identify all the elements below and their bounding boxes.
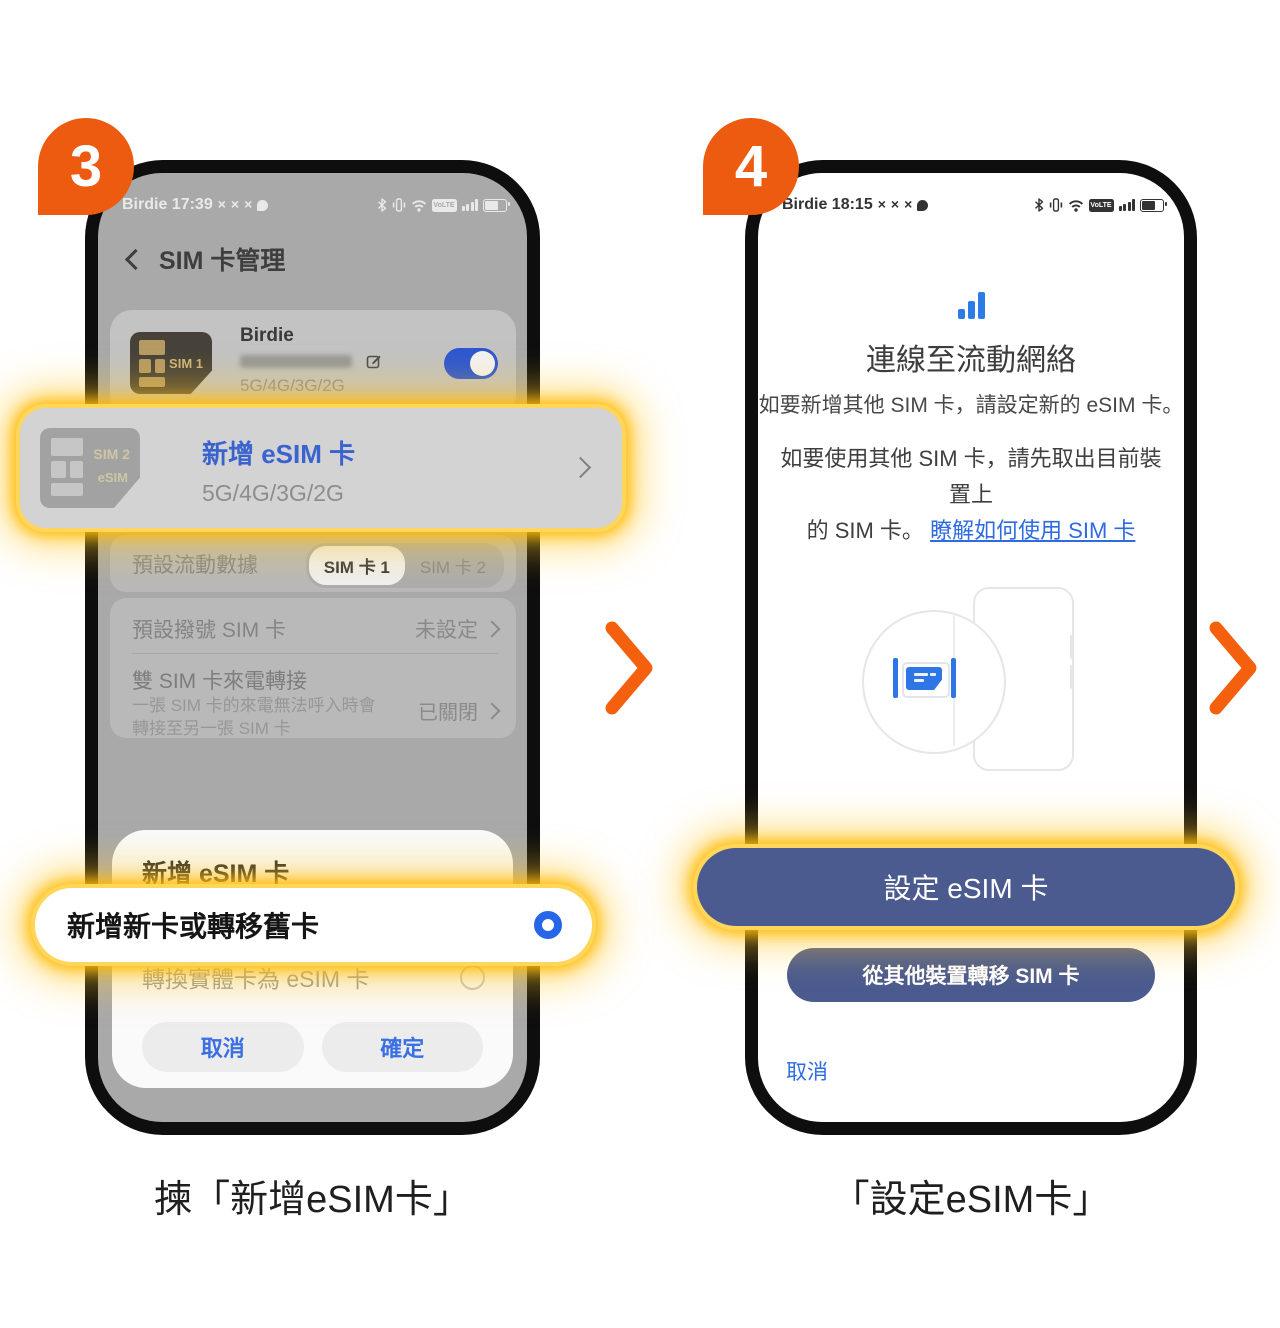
setup-esim-button-highlighted[interactable]: 設定 eSIM 卡: [697, 848, 1235, 926]
mute-icon: [231, 196, 239, 214]
mute-icon: [244, 196, 252, 214]
default-call-row[interactable]: 預設撥號 SIM 卡 未設定: [132, 614, 501, 644]
default-call-label: 預設撥號 SIM 卡: [132, 619, 287, 642]
page-title: SIM 卡管理: [159, 247, 286, 275]
volte-badge-icon: VoLTE: [431, 198, 457, 212]
step-3-badge: 3: [38, 118, 134, 215]
connect-network-subtitle: 如要新增其他 SIM 卡，請設定新的 eSIM 卡。: [758, 394, 1184, 417]
mute-icon: [904, 196, 912, 214]
battery-icon: [483, 198, 510, 212]
chevron-right-icon: [483, 702, 501, 719]
mobile-network-icon: [758, 291, 1184, 319]
sim1-name: Birdie: [240, 325, 294, 346]
default-call-value: 未設定: [415, 619, 478, 642]
bluetooth-icon: [377, 198, 386, 212]
sim1-number-blurred: [240, 354, 352, 368]
learn-sim-link[interactable]: 瞭解如何使用 SIM 卡: [930, 518, 1136, 543]
radio-unselected-icon[interactable]: [460, 964, 485, 990]
sim1-network: 5G/4G/3G/2G: [240, 376, 345, 395]
segment-sim2[interactable]: SIM 卡 2: [419, 558, 486, 577]
mute-icon: [218, 196, 226, 214]
signal-strength-icon: [461, 199, 478, 211]
status-bar: Birdie 17:39: [122, 193, 510, 217]
status-bar: Birdie 18:15: [782, 193, 1167, 217]
connect-network-title: 連線至流動網絡: [866, 344, 1076, 377]
default-data-label: 預設流動數據: [132, 553, 258, 577]
forwarding-row[interactable]: 已關閉: [418, 696, 501, 725]
sim1-toggle[interactable]: [444, 348, 498, 379]
sim2-network: 5G/4G/3G/2G: [202, 480, 344, 506]
transfer-sim-button[interactable]: 從其他裝置轉移 SIM 卡: [787, 948, 1155, 1002]
vibrate-icon: [1049, 198, 1062, 212]
add-esim-bottom-sheet: 新增 eSIM 卡 轉換實體卡為 eSIM 卡 取消 確定: [112, 830, 513, 1088]
message-bubble-icon: [257, 199, 269, 211]
volte-badge-icon: VoLTE: [1088, 198, 1114, 212]
vibrate-icon: [392, 198, 405, 212]
convert-physical-option[interactable]: 轉換實體卡為 eSIM 卡: [142, 960, 485, 994]
step-4-badge: 4: [703, 118, 799, 215]
sheet-title: 新增 eSIM 卡: [142, 860, 290, 888]
sim1-card: SIM 1 Birdie 5G/4G/3G/2G: [110, 310, 516, 417]
confirm-button[interactable]: 確定: [321, 1022, 483, 1072]
divider: [132, 653, 498, 654]
message-bubble-icon: [917, 199, 929, 211]
chevron-right-icon: [569, 456, 592, 479]
next-step-arrow-icon: [1209, 621, 1257, 715]
call-settings-card: 預設撥號 SIM 卡 未設定 雙 SIM 卡來電轉接 一張 SIM 卡的來電無法…: [110, 598, 516, 738]
phone-mockup-step3: Birdie 17:39: [20, 160, 622, 1135]
phone-screen-step3: Birdie 17:39: [98, 173, 527, 1122]
bluetooth-icon: [1034, 198, 1043, 212]
illustration-sim-card-icon: [906, 667, 942, 690]
mute-icon: [891, 196, 899, 214]
cancel-button[interactable]: 取消: [142, 1022, 304, 1072]
sim2-chip-icon: SIM 2 eSIM: [40, 428, 140, 508]
edit-icon[interactable]: [366, 353, 382, 369]
connect-network-body: 如要使用其他 SIM 卡，請先取出目前裝置上 的 SIM 卡。 瞭解如何使用 S…: [780, 446, 1162, 543]
forwarding-title: 雙 SIM 卡來電轉接: [132, 670, 308, 693]
step4-caption: 「設定eSIM卡」: [831, 1179, 1111, 1221]
page-header: SIM 卡管理: [124, 241, 286, 277]
phone-screen-step4: Birdie 18:15: [758, 173, 1184, 1122]
battery-icon: [1140, 198, 1167, 212]
back-icon[interactable]: [124, 248, 147, 270]
sim1-chip-icon: SIM 1: [130, 332, 212, 394]
illustration-side-button: [1070, 665, 1073, 689]
sim-segmented-control: SIM 卡 1 SIM 卡 2: [305, 543, 504, 588]
carrier-time-label: Birdie 17:39: [122, 196, 213, 213]
step3-caption: 揀「新增eSIM卡」: [154, 1179, 471, 1221]
carrier-time-label: Birdie 18:15: [782, 196, 873, 213]
wifi-icon: [411, 199, 426, 212]
phone-mockup-step4: Birdie 18:15: [697, 160, 1235, 1135]
mute-icon: [878, 196, 886, 214]
illustration-tray-pin-left: [893, 658, 898, 698]
add-new-or-transfer-option-highlighted[interactable]: 新增新卡或轉移舊卡: [35, 888, 592, 962]
next-step-arrow-icon: [605, 621, 653, 715]
forwarding-description: 一張 SIM 卡的來電無法呼入時會 轉接至另一張 SIM 卡: [132, 696, 376, 738]
illustration-tray-pin-right: [951, 658, 956, 698]
add-esim-label: 新增 eSIM 卡: [202, 439, 356, 469]
illustration-side-button: [1070, 635, 1073, 659]
forwarding-value: 已關閉: [418, 702, 478, 724]
default-data-row: 預設流動數據 SIM 卡 1 SIM 卡 2: [110, 535, 516, 592]
cancel-link[interactable]: 取消: [786, 1061, 828, 1084]
signal-strength-icon: [1118, 199, 1135, 211]
chevron-right-icon: [483, 620, 501, 638]
radio-selected-icon[interactable]: [534, 911, 562, 939]
add-esim-row-highlighted[interactable]: SIM 2 eSIM 新增 eSIM 卡 5G/4G/3G/2G: [20, 408, 622, 528]
segment-sim1[interactable]: SIM 卡 1: [308, 546, 405, 585]
wifi-icon: [1068, 199, 1083, 212]
